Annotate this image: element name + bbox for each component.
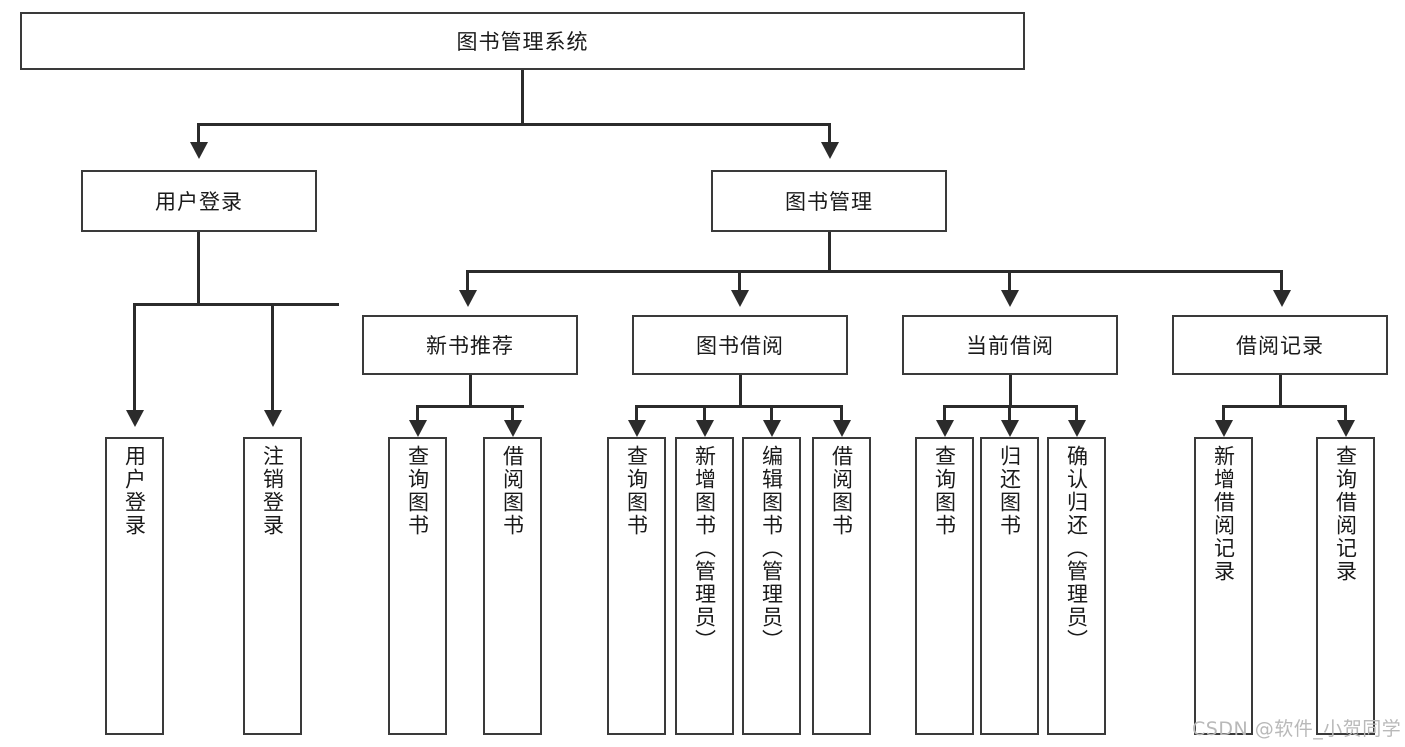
arrow-borrow-leaf-3: [763, 420, 781, 437]
leaf-current-confirm-return[interactable]: 确认归还（管理员）: [1047, 437, 1106, 735]
node-current-borrow-label: 当前借阅: [966, 334, 1054, 358]
arrow-record-leaf-2: [1337, 420, 1355, 437]
connector-current-c3: [1075, 405, 1078, 423]
node-book-management[interactable]: 图书管理: [711, 170, 947, 232]
node-new-book-recommend-label: 新书推荐: [426, 334, 514, 358]
connector-root-to-book: [828, 123, 831, 148]
connector-record-bus: [1222, 405, 1347, 408]
node-book-borrow[interactable]: 图书借阅: [632, 315, 848, 375]
leaf-record-query[interactable]: 查询借阅记录: [1316, 437, 1375, 735]
node-root[interactable]: 图书管理系统: [20, 12, 1025, 70]
arrow-recommend-leaf-1: [409, 420, 427, 437]
node-book-management-label: 图书管理: [785, 190, 873, 214]
leaf-borrow-edit-book-label: 编辑图书（管理员）: [759, 445, 784, 652]
leaf-user-logout-label: 注销登录: [260, 445, 285, 537]
connector-user-stem: [197, 232, 200, 305]
node-root-label: 图书管理系统: [456, 30, 589, 54]
arrow-borrow-leaf-2: [696, 420, 714, 437]
leaf-borrow-borrow-book-label: 借阅图书: [829, 445, 854, 537]
connector-recommend-left: [416, 405, 419, 423]
arrow-book-to-current: [1001, 290, 1019, 307]
arrow-record-leaf-1: [1215, 420, 1233, 437]
leaf-user-logout[interactable]: 注销登录: [243, 437, 302, 735]
node-user-login-label: 用户登录: [155, 190, 243, 214]
connector-book-to-recommend: [466, 270, 469, 293]
leaf-borrow-query-book[interactable]: 查询图书: [607, 437, 666, 735]
connector-record-left: [1222, 405, 1225, 423]
arrow-borrow-leaf-4: [833, 420, 851, 437]
arrow-recommend-leaf-2: [504, 420, 522, 437]
arrow-root-to-book: [821, 142, 839, 159]
leaf-borrow-query-book-label: 查询图书: [624, 445, 649, 537]
connector-borrow-stem: [739, 375, 742, 407]
connector-book-to-record: [1280, 270, 1283, 293]
connector-user-right: [271, 303, 274, 413]
leaf-user-login[interactable]: 用户登录: [105, 437, 164, 735]
node-borrow-record-label: 借阅记录: [1236, 334, 1324, 358]
leaf-current-query-book-label: 查询图书: [932, 445, 957, 537]
connector-user-bus: [133, 303, 339, 306]
arrow-book-to-borrow: [731, 290, 749, 307]
leaf-record-add[interactable]: 新增借阅记录: [1194, 437, 1253, 735]
leaf-borrow-edit-book[interactable]: 编辑图书（管理员）: [742, 437, 801, 735]
connector-book-stem: [828, 232, 831, 272]
arrow-borrow-leaf-1: [628, 420, 646, 437]
connector-borrow-c3: [770, 405, 773, 423]
connector-recommend-stem: [469, 375, 472, 407]
connector-recommend-bus: [416, 405, 524, 408]
leaf-borrow-borrow-book[interactable]: 借阅图书: [812, 437, 871, 735]
connector-record-right: [1344, 405, 1347, 423]
connector-current-c1: [943, 405, 946, 423]
connector-borrow-c2: [703, 405, 706, 423]
leaf-recommend-borrow-book[interactable]: 借阅图书: [483, 437, 542, 735]
node-user-login[interactable]: 用户登录: [81, 170, 317, 232]
arrow-root-to-user: [190, 142, 208, 159]
leaf-recommend-query-book[interactable]: 查询图书: [388, 437, 447, 735]
connector-record-stem: [1279, 375, 1282, 407]
arrow-book-to-recommend: [459, 290, 477, 307]
node-book-borrow-label: 图书借阅: [696, 334, 784, 358]
connector-borrow-bus: [635, 405, 843, 408]
arrow-current-leaf-2: [1001, 420, 1019, 437]
leaf-user-login-label: 用户登录: [122, 445, 147, 537]
connector-borrow-c4: [840, 405, 843, 423]
leaf-recommend-borrow-book-label: 借阅图书: [500, 445, 525, 537]
connector-borrow-c1: [635, 405, 638, 423]
connector-root-stem: [521, 70, 524, 124]
node-borrow-record[interactable]: 借阅记录: [1172, 315, 1388, 375]
connector-current-c2: [1008, 405, 1011, 423]
connector-user-left: [133, 303, 136, 413]
node-current-borrow[interactable]: 当前借阅: [902, 315, 1118, 375]
connector-book-to-borrow: [738, 270, 741, 293]
leaf-current-return-book-label: 归还图书: [997, 445, 1022, 537]
leaf-record-add-label: 新增借阅记录: [1211, 445, 1236, 583]
arrow-user-leaf-1: [126, 410, 144, 427]
connector-book-bus: [466, 270, 1283, 273]
leaf-borrow-add-book-label: 新增图书（管理员）: [692, 445, 717, 652]
arrow-book-to-record: [1273, 290, 1291, 307]
leaf-current-return-book[interactable]: 归还图书: [980, 437, 1039, 735]
connector-recommend-right: [511, 405, 514, 423]
node-new-book-recommend[interactable]: 新书推荐: [362, 315, 578, 375]
connector-current-stem: [1009, 375, 1012, 407]
leaf-current-confirm-return-label: 确认归还（管理员）: [1064, 445, 1089, 652]
leaf-current-query-book[interactable]: 查询图书: [915, 437, 974, 735]
arrow-current-leaf-3: [1068, 420, 1086, 437]
leaf-recommend-query-book-label: 查询图书: [405, 445, 430, 537]
arrow-user-leaf-2: [264, 410, 282, 427]
arrow-current-leaf-1: [936, 420, 954, 437]
leaf-borrow-add-book[interactable]: 新增图书（管理员）: [675, 437, 734, 735]
connector-root-to-user: [197, 123, 200, 148]
connector-root-bus: [197, 123, 831, 126]
leaf-record-query-label: 查询借阅记录: [1333, 445, 1358, 583]
connector-book-to-current: [1008, 270, 1011, 293]
